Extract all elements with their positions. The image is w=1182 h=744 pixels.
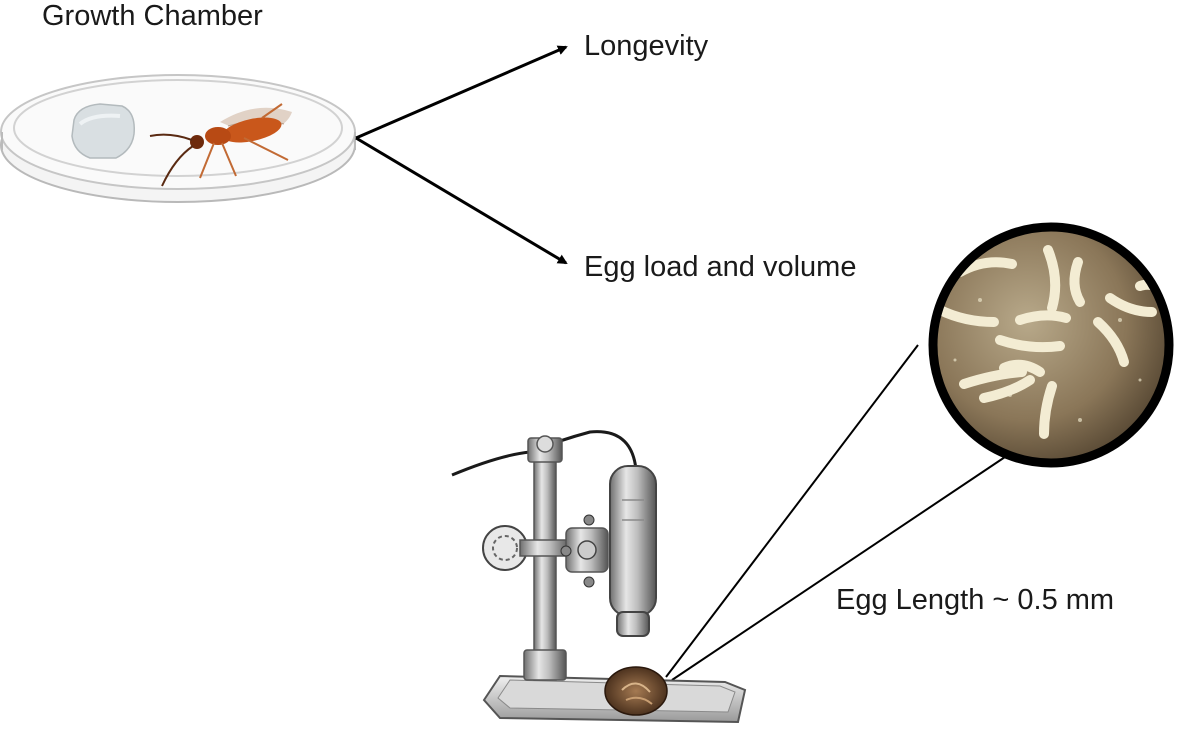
egg-length-label: Egg Length ~ 0.5 mm (836, 584, 1115, 616)
arrow-longevity (355, 45, 568, 140)
petri-dish-icon (0, 74, 356, 203)
host-sample-icon (604, 666, 668, 716)
zoom-line-lower (671, 454, 1009, 681)
growth-chamber-label: Growth Chamber (42, 0, 263, 32)
zoom-line-upper (665, 344, 919, 678)
wasp-icon (149, 103, 292, 187)
egg-load-label: Egg load and volume (584, 251, 857, 283)
egg-magnified-inset (928, 222, 1174, 468)
arrow-egg-load (355, 136, 568, 265)
digital-microscope-icon (451, 430, 747, 724)
longevity-label: Longevity (584, 30, 709, 62)
cotton-icon (71, 103, 135, 159)
